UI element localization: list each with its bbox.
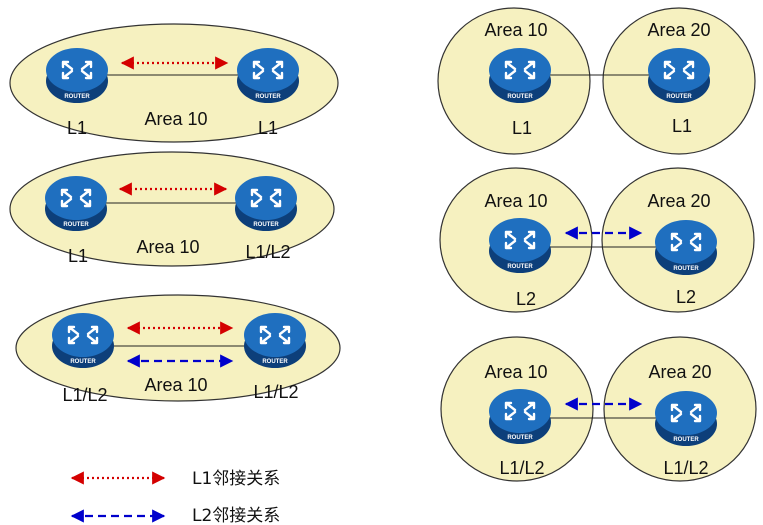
legend-item-l2: L2邻接关系 xyxy=(70,506,280,525)
area-label: Area 10 xyxy=(136,237,199,257)
router-icon: ROUTER xyxy=(244,313,306,368)
router-badge: ROUTER xyxy=(507,264,533,270)
router-level-label: L1 xyxy=(67,118,87,138)
router-badge: ROUTER xyxy=(507,435,533,441)
router-badge: ROUTER xyxy=(64,94,90,100)
router-icon: ROUTER xyxy=(489,48,551,103)
scenario-l1l2-l1l2-different-areas: ROUTER ROUTER Area 10 Area 20 L1/L2 L1/L… xyxy=(440,336,757,482)
legend: L1邻接关系 L2邻接关系 xyxy=(70,469,280,525)
router-icon: ROUTER xyxy=(45,176,107,231)
scenario-l1-l1-different-areas: ROUTER ROUTER Area 10 Area 20 L1 L1 xyxy=(437,7,756,155)
router-icon: ROUTER xyxy=(489,218,551,273)
router-icon: ROUTER xyxy=(655,220,717,275)
router-badge: ROUTER xyxy=(673,437,699,443)
router-icon: ROUTER xyxy=(489,389,551,444)
area-label: Area 10 xyxy=(484,191,547,211)
router-level-label: L1/L2 xyxy=(245,242,290,262)
area-label: Area 10 xyxy=(144,109,207,129)
router-level-label: L1/L2 xyxy=(499,458,544,478)
router-level-label: L1/L2 xyxy=(253,382,298,402)
router-badge: ROUTER xyxy=(253,222,279,228)
scenario-l1-l1l2-same-area: ROUTER ROUTER Area 10 L1 L1/L2 xyxy=(9,151,335,267)
router-level-label: L2 xyxy=(516,289,536,309)
scenario-l1l2-l1l2-same-area: ROUTER ROUTER Area 10 L1/L2 L1/L2 xyxy=(15,294,341,405)
area-label: Area 20 xyxy=(647,191,710,211)
scenario-l2-l2-different-areas: ROUTER ROUTER Area 10 Area 20 L2 L2 xyxy=(439,167,755,313)
router-icon: ROUTER xyxy=(655,391,717,446)
area-label: Area 20 xyxy=(648,362,711,382)
router-badge: ROUTER xyxy=(507,94,533,100)
router-level-label: L1/L2 xyxy=(62,385,107,405)
router-level-label: L2 xyxy=(676,287,696,307)
router-icon: ROUTER xyxy=(46,48,108,103)
area-label: Area 10 xyxy=(144,375,207,395)
area-label: Area 20 xyxy=(647,20,710,40)
router-badge: ROUTER xyxy=(70,359,96,365)
router-icon: ROUTER xyxy=(235,176,297,231)
legend-item-l1: L1邻接关系 xyxy=(70,469,280,489)
router-badge: ROUTER xyxy=(63,222,89,228)
scenario-l1-l1-same-area: ROUTER ROUTER Area 10 L1 L1 xyxy=(9,23,339,143)
area-label: Area 10 xyxy=(484,20,547,40)
router-level-label: L1 xyxy=(672,116,692,136)
legend-label: L2邻接关系 xyxy=(192,506,280,525)
area-label: Area 10 xyxy=(484,362,547,382)
legend-label: L1邻接关系 xyxy=(192,469,280,489)
router-icon: ROUTER xyxy=(237,48,299,103)
router-badge: ROUTER xyxy=(255,94,281,100)
router-icon: ROUTER xyxy=(648,48,710,103)
router-level-label: L1 xyxy=(258,118,278,138)
router-badge: ROUTER xyxy=(673,266,699,272)
router-badge: ROUTER xyxy=(666,94,692,100)
router-level-label: L1/L2 xyxy=(663,458,708,478)
router-badge: ROUTER xyxy=(262,359,288,365)
router-icon: ROUTER xyxy=(52,313,114,368)
router-level-label: L1 xyxy=(68,246,88,266)
router-level-label: L1 xyxy=(512,118,532,138)
